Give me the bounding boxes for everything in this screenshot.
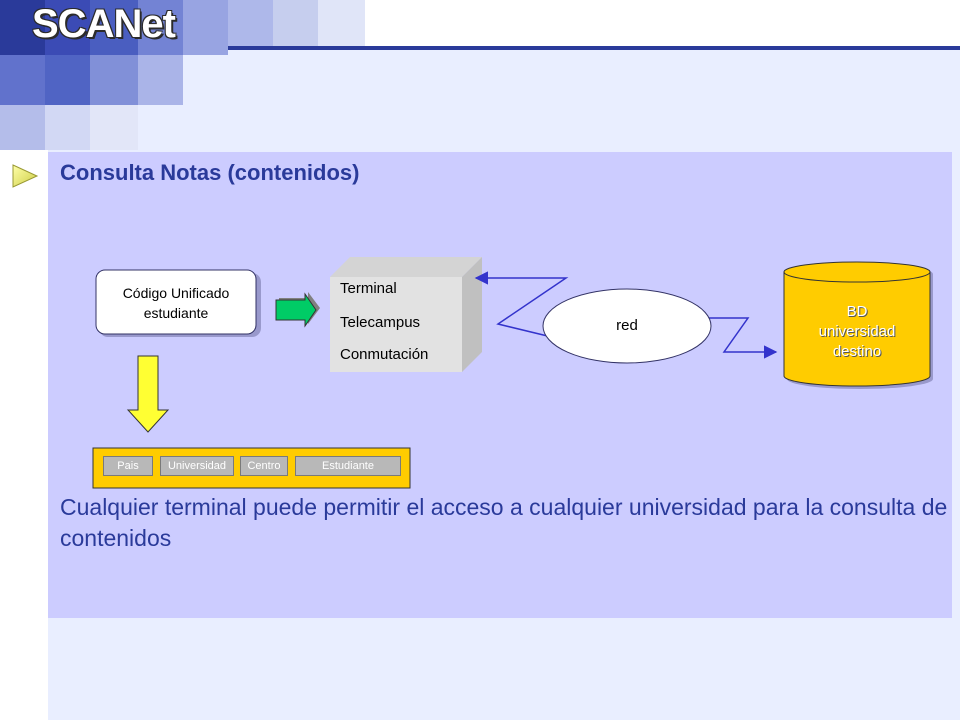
play-triangle-icon [12, 164, 39, 188]
header-rule [228, 46, 960, 50]
terminal-box-top [330, 257, 482, 277]
left-margin [0, 150, 48, 720]
terminal-line-1: Terminal [340, 280, 397, 297]
terminal-line-2: Telecampus [340, 314, 421, 331]
content-panel [48, 152, 952, 618]
terminal-box-side [462, 257, 482, 372]
source-box-line2: estudiante [143, 305, 209, 321]
source-box [95, 269, 257, 335]
network-link-left [474, 271, 569, 341]
source-box-label: Código Unificado estudiante [96, 283, 256, 323]
code-field-estudiante: Estudiante [295, 456, 401, 476]
code-field-centro: Centro [240, 456, 288, 476]
slide-body-text: Cualquier terminal puede permitir el acc… [60, 494, 948, 551]
database-line1: BD [846, 303, 868, 320]
source-box-line1: Código Unificado [122, 285, 230, 301]
database-line2: universidad [818, 323, 896, 340]
network-link-right [696, 317, 778, 359]
network-ellipse [542, 288, 712, 364]
code-field-universidad: Universidad [160, 456, 234, 476]
database-cylinder [783, 272, 931, 387]
scanet-logo: SCANet [32, 2, 176, 46]
database-line3: destino [832, 343, 882, 360]
network-label: red [616, 317, 638, 334]
database-label: BD universidad destino [784, 302, 930, 362]
arrow-down-icon [126, 355, 170, 433]
terminal-box-front [330, 277, 462, 372]
database-cylinder-top [783, 261, 931, 283]
code-field-pais: Pais [103, 456, 153, 476]
slide-title: Consulta Notas (contenidos) [60, 160, 360, 185]
header-white [365, 0, 960, 46]
terminal-line-3: Conmutación [340, 346, 429, 363]
